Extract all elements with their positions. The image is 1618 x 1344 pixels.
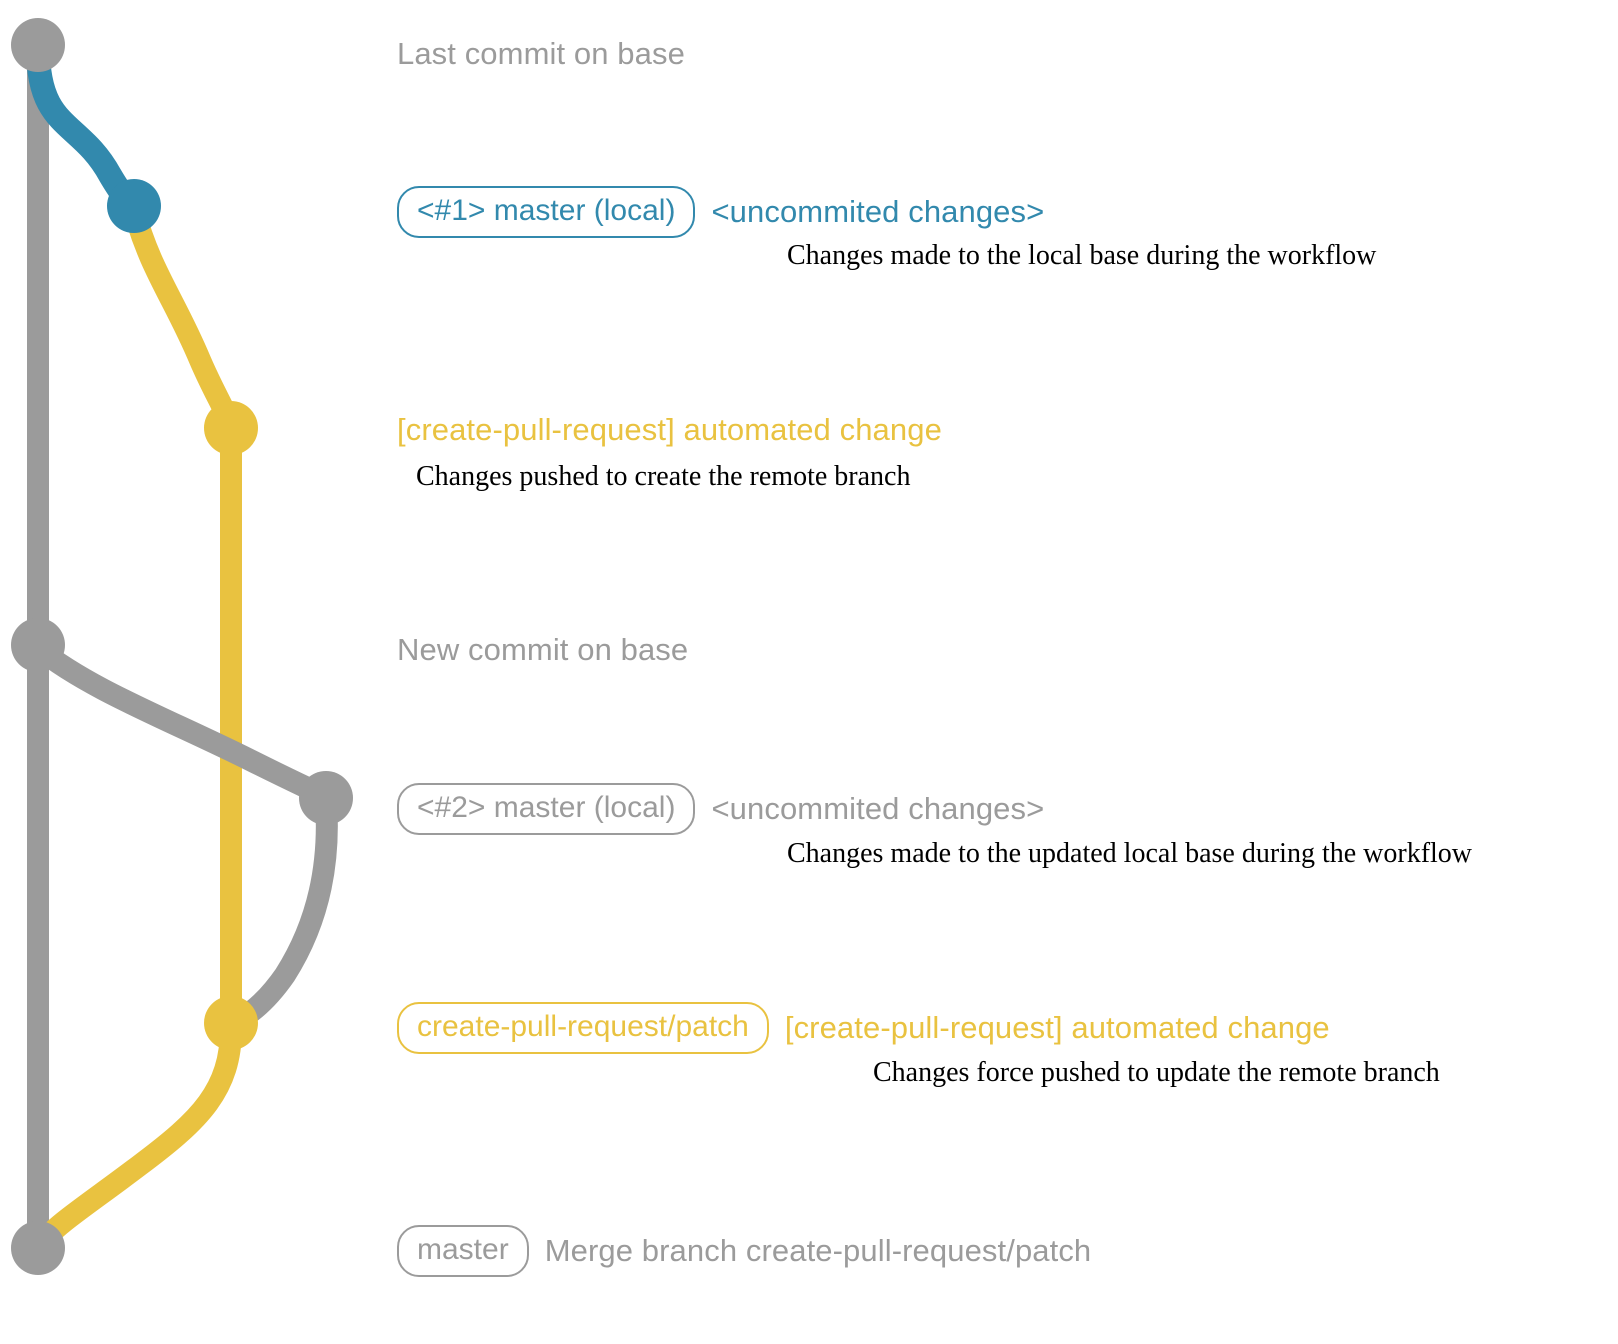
description-master-local-1: Changes made to the local base during th…	[787, 240, 1377, 271]
updated-local-branch-line	[27, 637, 337, 808]
local-branch-line-blue	[26, 36, 146, 217]
row-master-local-1: <#1> master (local) <uncommited changes>	[397, 186, 1044, 238]
branch-badge-label: create-pull-request/patch	[417, 1010, 749, 1043]
commit-node-new-commit-on-base[interactable]	[11, 618, 65, 672]
commit-label-master-local-2: <uncommited changes>	[711, 790, 1045, 826]
row-automated-change-1: [create-pull-request] automated change	[397, 412, 942, 448]
row-merge-commit: master Merge branch create-pull-request/…	[397, 1225, 1091, 1277]
commit-label-new-commit-on-base: New commit on base	[397, 632, 689, 667]
description-master-local-2: Changes made to the updated local base d…	[787, 838, 1473, 869]
commit-node-last-commit-on-base[interactable]	[11, 18, 65, 72]
row-last-commit-on-base: Last commit on base	[397, 36, 685, 72]
commit-node-merge[interactable]	[11, 1221, 65, 1275]
row-automated-change-2: create-pull-request/patch [create-pull-r…	[397, 1002, 1330, 1054]
commit-graph-svg	[11, 18, 353, 1275]
branch-badge-label: <#2> master (local)	[417, 791, 676, 824]
commit-label-automated-change-2: [create-pull-request] automated change	[784, 1009, 1330, 1045]
branch-badge-master[interactable]: master	[397, 1225, 529, 1277]
branch-badge-create-pull-request-patch[interactable]: create-pull-request/patch	[397, 1002, 769, 1054]
updated-local-to-patch-line	[223, 791, 338, 1033]
patch-to-merge-line	[31, 1017, 242, 1254]
commit-label-last-commit-on-base: Last commit on base	[397, 36, 685, 71]
branch-badge-label: <#1> master (local)	[417, 194, 676, 227]
branch-badge-master-local-2[interactable]: <#2> master (local)	[397, 783, 696, 835]
branch-badge-label: master	[417, 1233, 509, 1266]
commit-node-master-local-2[interactable]	[299, 771, 353, 825]
commit-label-merge: Merge branch create-pull-request/patch	[544, 1232, 1092, 1268]
commit-node-master-local-1[interactable]	[107, 179, 161, 233]
branch-badge-master-local-1[interactable]: <#1> master (local)	[397, 186, 696, 238]
commit-label-automated-change-1: [create-pull-request] automated change	[397, 412, 942, 447]
row-new-commit-on-base: New commit on base	[397, 632, 688, 668]
description-automated-change-2: Changes force pushed to update the remot…	[873, 1057, 1440, 1088]
description-automated-change-1: Changes pushed to create the remote bran…	[416, 461, 911, 492]
commit-node-automated-change-2[interactable]	[204, 996, 258, 1050]
row-master-local-2: <#2> master (local) <uncommited changes>	[397, 783, 1044, 835]
commit-node-automated-change-1[interactable]	[204, 401, 258, 455]
commit-label-master-local-1: <uncommited changes>	[711, 193, 1045, 229]
patch-branch-line-yellow	[123, 199, 242, 1031]
